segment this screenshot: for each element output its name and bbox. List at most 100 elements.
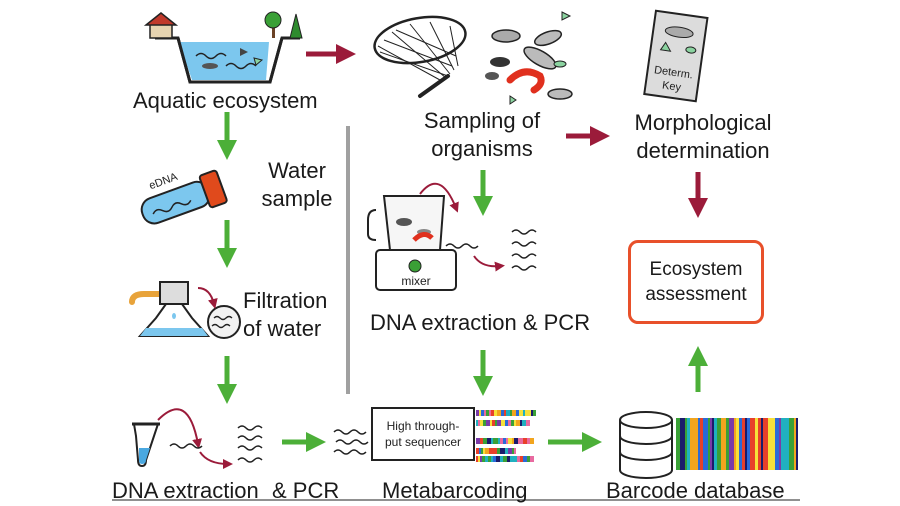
barcode-segment <box>739 418 742 470</box>
barcode-segment <box>747 418 750 470</box>
read-segment <box>491 410 494 416</box>
barcode-segment <box>729 418 734 470</box>
read-segment <box>491 438 493 444</box>
read-segment <box>489 410 491 416</box>
read-segment <box>476 448 479 454</box>
barcode-segment <box>685 418 687 470</box>
read-segment <box>510 456 514 462</box>
barcode-segment <box>761 418 763 470</box>
barcode-segment <box>703 418 708 470</box>
barcode-segment <box>712 418 714 470</box>
read-segment <box>506 410 510 416</box>
read-segment <box>480 456 482 462</box>
barcode-segment <box>714 418 717 470</box>
read-segment <box>485 448 489 454</box>
read-segment <box>486 420 490 426</box>
read-segment <box>476 410 479 416</box>
read-segment <box>476 456 478 462</box>
label-pcr-left: & PCR <box>272 478 340 503</box>
read-segment <box>494 410 497 416</box>
label-sampling-line2: organisms <box>431 136 533 161</box>
read-segment <box>501 420 505 426</box>
read-segment <box>517 456 520 462</box>
label-water-sample-line1: Water <box>268 158 326 183</box>
read-segment <box>521 438 523 444</box>
barcode-segment <box>789 418 794 470</box>
read-segment <box>484 410 486 416</box>
barcode-segment <box>775 418 779 470</box>
read-segment <box>476 438 480 444</box>
sequencer-icon: High through- put sequencer <box>371 407 475 461</box>
read-segment <box>497 420 501 426</box>
read-segment <box>505 448 508 454</box>
read-segment <box>522 420 526 426</box>
read-segment <box>483 420 486 426</box>
read-segment <box>500 456 503 462</box>
read-segment <box>505 420 508 426</box>
barcode-segment <box>772 418 775 470</box>
barcode-segment <box>781 418 786 470</box>
barcode-segment <box>708 418 710 470</box>
read-segment <box>501 410 504 416</box>
read-segment <box>497 410 501 416</box>
read-segment <box>494 448 497 454</box>
read-segment <box>530 456 534 462</box>
barcode-segment <box>710 418 712 470</box>
sequence-reads <box>476 410 536 462</box>
key-label-2: Key <box>661 79 682 94</box>
barcode-segment <box>690 418 694 470</box>
read-segment <box>491 456 493 462</box>
read-segment <box>500 438 503 444</box>
read-segment <box>512 410 516 416</box>
read-segment <box>510 410 512 416</box>
read-segment <box>508 448 512 454</box>
read-segment <box>523 438 525 444</box>
read-segment <box>497 448 500 454</box>
read-segment <box>502 448 505 454</box>
read-segment <box>516 410 519 416</box>
read-segment <box>527 438 530 444</box>
barcode-segment <box>694 418 698 470</box>
barcode-segment <box>698 418 700 470</box>
label-barcode-database: Barcode database <box>606 478 785 503</box>
read-segment <box>488 456 491 462</box>
read-segment <box>493 456 496 462</box>
barcode-segment <box>736 418 739 470</box>
barcode-segment <box>796 418 798 470</box>
read-segment <box>490 420 492 426</box>
label-metabarcoding: Metabarcoding <box>382 478 528 503</box>
read-segment <box>481 448 483 454</box>
sequencer-label-1: High through- <box>387 419 460 433</box>
read-segment <box>480 438 483 444</box>
barcode-segment <box>700 418 703 470</box>
read-segment <box>516 420 520 426</box>
read-segment <box>533 410 536 416</box>
read-segment <box>481 410 484 416</box>
read-segment <box>503 456 507 462</box>
read-segment <box>479 448 481 454</box>
read-segment <box>489 448 491 454</box>
read-segment <box>511 420 514 426</box>
barcode-segment <box>768 418 772 470</box>
read-segment <box>495 420 497 426</box>
ecosystem-assessment-box: Ecosystem assessment <box>628 240 764 324</box>
read-segment <box>480 420 483 426</box>
read-segment <box>483 448 485 454</box>
read-segment <box>508 438 512 444</box>
dna-strands-sequencer <box>333 429 369 455</box>
read-segment <box>482 456 485 462</box>
read-segment <box>525 438 527 444</box>
filtration-flask-icon <box>129 281 241 339</box>
read-segment <box>514 456 517 462</box>
pond-icon <box>143 11 303 84</box>
read-segment <box>508 420 511 426</box>
label-dna-extraction-left: DNA extraction <box>112 478 259 503</box>
read-segment <box>514 448 516 454</box>
sample-tube-icon: eDNA <box>140 169 228 225</box>
read-segment <box>525 410 528 416</box>
read-segment <box>531 410 533 416</box>
barcode-segment <box>676 418 680 470</box>
read-segment <box>523 410 525 416</box>
read-segment <box>506 438 508 444</box>
